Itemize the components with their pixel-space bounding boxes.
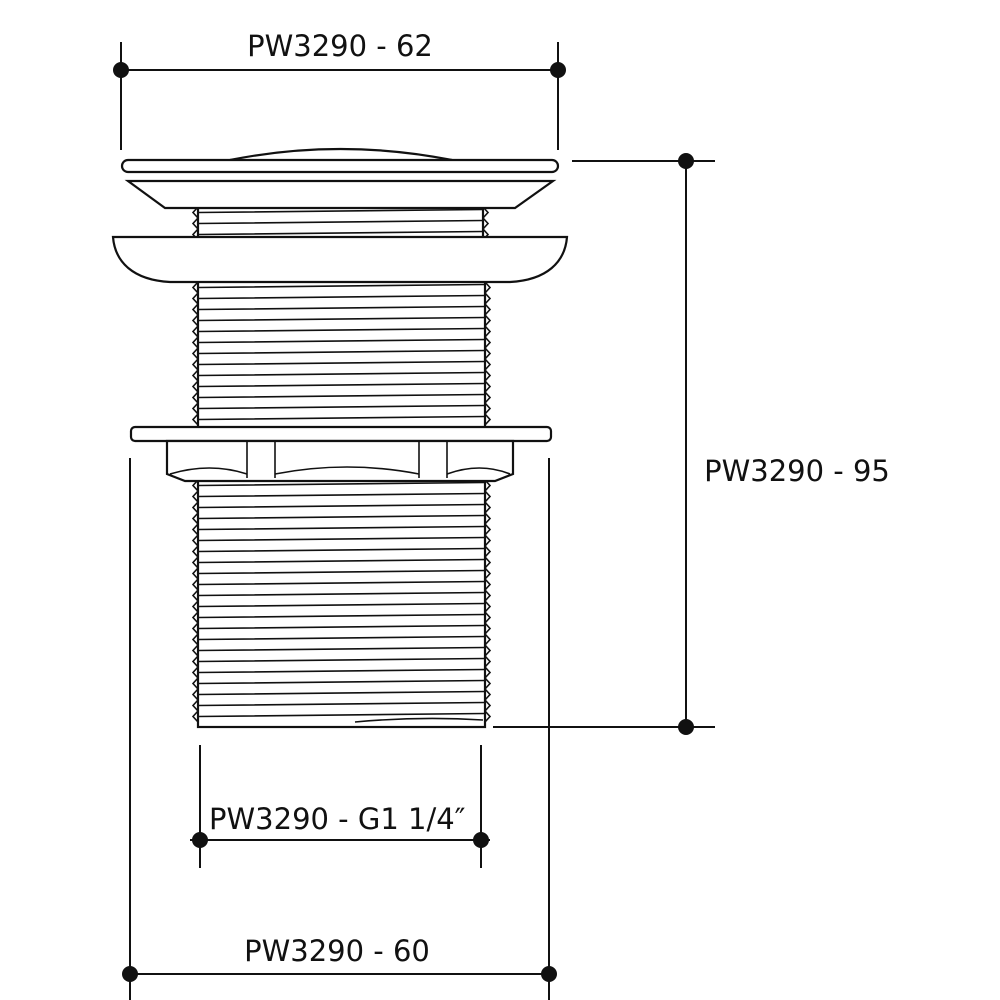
dimension-endpoint <box>473 832 489 848</box>
dimension-label-thread: PW3290 - G1 1/4″ <box>209 802 466 836</box>
dimension-thread: PW3290 - G1 1/4″ <box>190 745 490 868</box>
dimension-endpoint <box>678 719 694 735</box>
dimension-label-top-width: PW3290 - 62 <box>247 29 433 63</box>
dimension-endpoint <box>113 62 129 78</box>
dimension-label-height: PW3290 - 95 <box>704 454 890 488</box>
dimension-endpoint <box>122 966 138 982</box>
flange <box>111 235 569 284</box>
thread-ridge <box>191 688 492 701</box>
washer <box>129 425 553 443</box>
thread-ridge <box>191 347 492 360</box>
thread-ridge <box>191 336 492 349</box>
thread-ridge <box>191 545 492 558</box>
thread-ridge <box>191 281 492 294</box>
thread-ridge <box>191 314 492 327</box>
thread-ridge <box>191 611 492 624</box>
thread-upper <box>191 203 490 243</box>
thread-ridge <box>191 644 492 657</box>
thread-ridge <box>191 710 492 723</box>
thread-ridge <box>191 303 492 316</box>
dimension-height: PW3290 - 95 <box>493 153 890 735</box>
thread-ridge <box>191 600 492 613</box>
dimension-endpoint <box>550 62 566 78</box>
cap-top <box>120 147 560 210</box>
waste-fitting <box>111 147 569 729</box>
thread-end-mark <box>354 717 484 723</box>
dimension-top-width: PW3290 - 62 <box>113 29 566 150</box>
dimension-bottom-width: PW3290 - 60 <box>122 458 557 1000</box>
dimension-label-bottom-width: PW3290 - 60 <box>244 934 430 968</box>
thread-ridge <box>191 358 492 371</box>
dimension-endpoint <box>192 832 208 848</box>
thread-ridge <box>191 666 492 679</box>
thread-ridge <box>191 567 492 580</box>
hex-nut <box>165 439 515 483</box>
thread-ridge <box>191 325 492 338</box>
dimension-endpoint <box>678 153 694 169</box>
thread-ridge <box>191 501 492 514</box>
thread-ridge <box>191 578 492 591</box>
thread-ridge <box>191 655 492 668</box>
thread-ridge <box>191 677 492 690</box>
thread-ridge <box>191 523 492 536</box>
thread-ridge <box>191 413 492 426</box>
thread-ridge <box>191 391 492 404</box>
thread-ridge <box>191 380 492 393</box>
thread-ridge <box>191 622 492 635</box>
thread-ridge <box>191 512 492 525</box>
thread-ridge <box>191 556 492 569</box>
thread-ridge <box>191 292 492 305</box>
dimension-endpoint <box>541 966 557 982</box>
thread-lower <box>191 476 492 729</box>
thread-main <box>191 278 492 430</box>
thread-ridge <box>191 699 492 712</box>
thread-ridge <box>191 633 492 646</box>
thread-ridge <box>191 369 492 382</box>
thread-ridge <box>191 534 492 547</box>
thread-ridge <box>191 402 492 415</box>
thread-ridge <box>191 217 490 230</box>
thread-ridge <box>191 589 492 602</box>
thread-ridge <box>191 490 492 503</box>
